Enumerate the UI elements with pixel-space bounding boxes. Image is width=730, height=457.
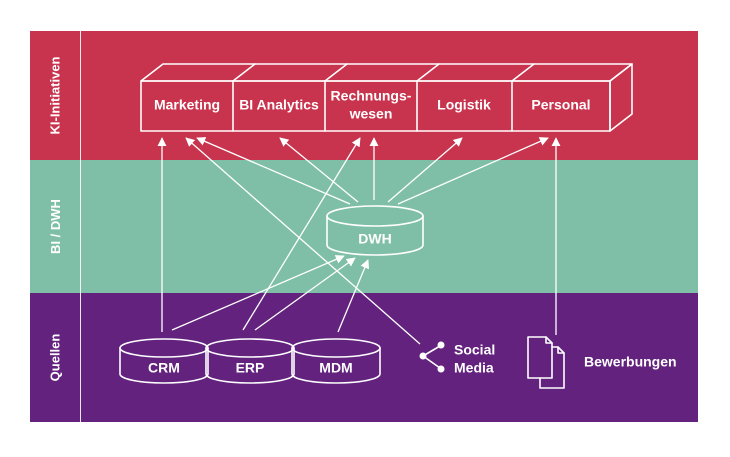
source-databases: CRM ERP MDM (119, 338, 381, 384)
sources-band (30, 293, 698, 422)
dwh-cylinder: DWH (326, 205, 424, 256)
database-mdm-label: MDM (319, 360, 352, 376)
database-crm-label: CRM (148, 360, 180, 376)
initiative-boxes-top (140, 63, 633, 82)
initiative-boxes: Marketing BI Analytics Rechnungs- wesen … (140, 63, 633, 132)
initiative-logistik-label: Logistik (437, 97, 491, 113)
initiative-marketing-label: Marketing (154, 97, 220, 113)
social-media-label-line2: Media (454, 360, 494, 376)
database-erp-label: ERP (236, 360, 265, 376)
database-crm-body (119, 347, 209, 384)
share-icon (419, 341, 445, 373)
arrow-erp-to-rechnungswesen (242, 137, 361, 331)
bewerbungen-label: Bewerbungen (584, 354, 677, 370)
label-column-divider (80, 31, 81, 422)
initiative-rechnungswesen-label-line1: Rechnungs- (331, 88, 412, 104)
initiative-divider-3-top (416, 63, 440, 82)
database-crm-top (119, 338, 209, 358)
bewerbungen-source: Bewerbungen (527, 336, 677, 389)
dwh-cylinder-top (326, 205, 424, 227)
arrow-dwh-to-personal (397, 137, 549, 205)
initiative-divider-4-top (511, 63, 535, 82)
arrow-dwh-to-bi-analytics (279, 137, 359, 203)
database-erp-top (205, 338, 295, 358)
social-media-label-line1: Social (454, 342, 495, 358)
initiative-personal-label: Personal (531, 97, 590, 113)
database-erp: ERP (205, 338, 295, 384)
database-mdm: MDM (291, 338, 381, 384)
database-erp-body (205, 347, 295, 384)
arrow-crm-to-dwh (171, 255, 345, 331)
initiative-rechnungswesen-label-line2: wesen (349, 106, 393, 122)
arrows (157, 137, 561, 345)
database-mdm-body (291, 347, 381, 384)
initiative-boxes-side (609, 63, 633, 132)
arrow-erp-to-dwh (254, 257, 356, 331)
database-crm: CRM (119, 338, 209, 384)
arrow-social-media-to-marketing (185, 137, 421, 345)
dwh-label: DWH (358, 231, 391, 247)
initiative-divider-2-top (324, 63, 348, 82)
arrow-mdm-to-dwh (337, 259, 370, 333)
initiative-boxes-front (140, 80, 611, 132)
initiative-bi-analytics-label: BI Analytics (239, 97, 319, 113)
documents-icon (527, 336, 565, 389)
social-media-source: Social Media (419, 341, 495, 376)
initiative-divider-1-top (232, 63, 256, 82)
database-mdm-top (291, 338, 381, 358)
arrow-dwh-to-logistik (387, 137, 463, 203)
dwh-cylinder-body (326, 215, 424, 256)
arrow-dwh-to-marketing (196, 137, 351, 205)
